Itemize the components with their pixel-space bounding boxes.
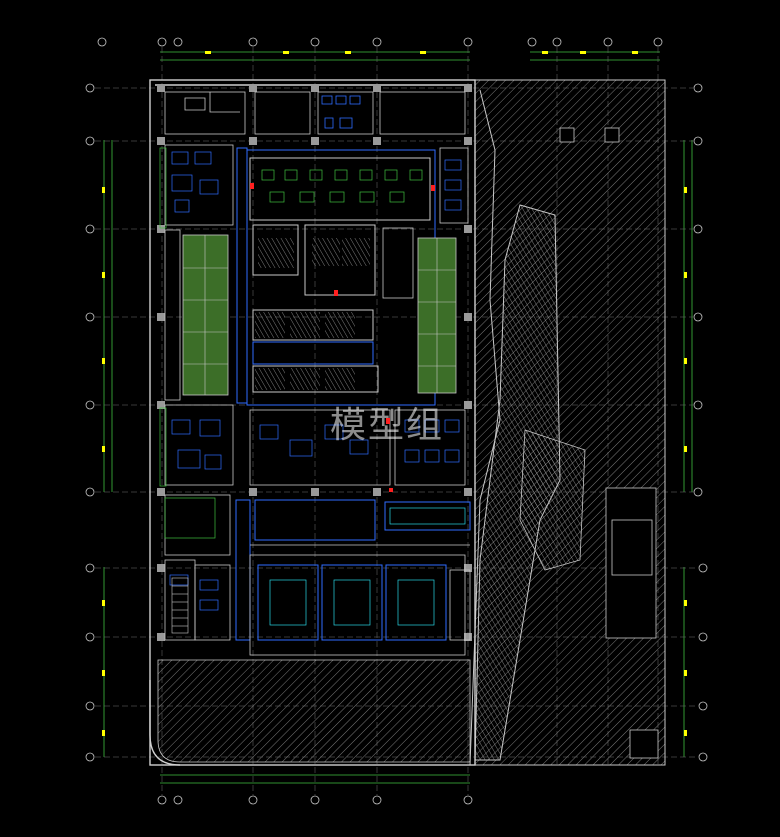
- top-room-band: [164, 91, 466, 135]
- atrium-furniture: [261, 169, 423, 203]
- dimension-text-marks: [102, 51, 687, 736]
- left-green-panel: [182, 234, 229, 396]
- right-offices: [249, 147, 469, 486]
- watermark-text: 模型组: [330, 405, 445, 446]
- left-dimension-chain: [103, 140, 693, 757]
- lower-room-details: [269, 507, 466, 626]
- restroom-fixtures: [321, 95, 361, 129]
- lower-section: [235, 499, 471, 641]
- left-office-furniture: [169, 151, 222, 611]
- right-office-furniture: [259, 159, 462, 463]
- axis-bubbles: [85, 37, 708, 805]
- lower-outer-walls: [249, 544, 471, 656]
- stair-lower-left: [171, 577, 189, 634]
- central-core: [236, 147, 436, 406]
- columns: [157, 84, 472, 641]
- ramp-strip: [474, 204, 586, 761]
- left-green-outline: [159, 147, 216, 539]
- lower-courtyard: [157, 659, 471, 763]
- core-hatched-rooms: [255, 238, 370, 390]
- right-green-panel: [417, 237, 457, 394]
- stair-block-right: [559, 127, 659, 759]
- red-markers: [250, 183, 435, 492]
